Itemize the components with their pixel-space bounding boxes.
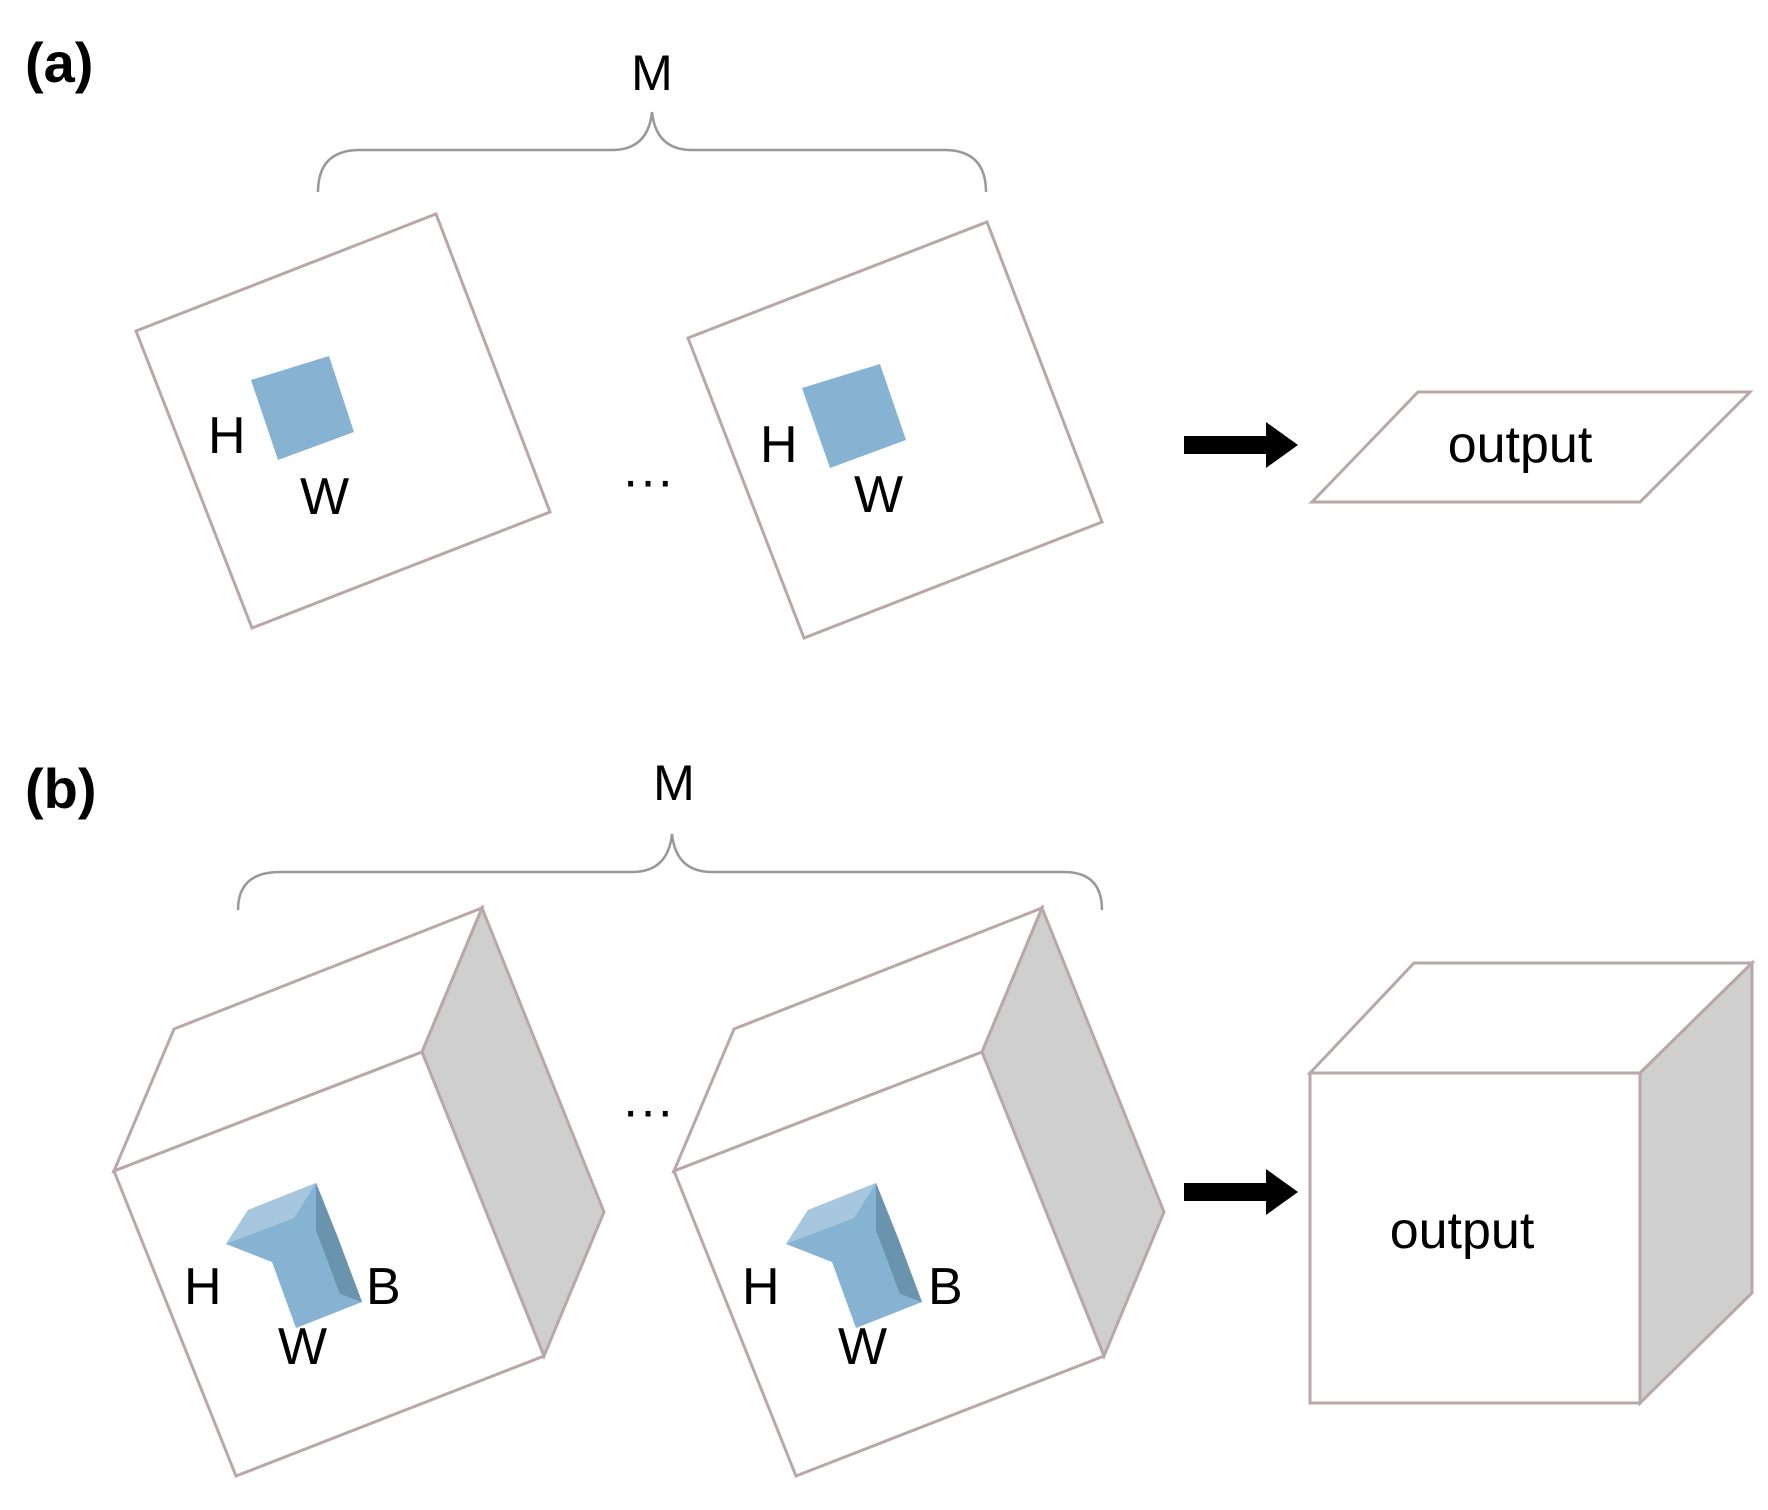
panel-b-brace-label: M bbox=[653, 755, 695, 811]
panel-b-volume-1-dim-b: B bbox=[366, 1258, 401, 1316]
panel-b-label: (b) bbox=[25, 757, 97, 820]
panel-a-kernel-2 bbox=[802, 364, 906, 468]
panel-a-frame-1-dim-h: H bbox=[208, 407, 246, 465]
panel-a-brace-label: M bbox=[631, 45, 673, 101]
panel-b-volume-1: H B W bbox=[111, 904, 606, 1478]
panel-b: (b) M H B W ··· bbox=[25, 755, 1756, 1478]
panel-b-output-cube: output bbox=[1306, 959, 1756, 1407]
panel-b-brace bbox=[236, 833, 1104, 911]
panel-a-arrow bbox=[1184, 422, 1298, 468]
panel-b-ellipsis: ··· bbox=[622, 1082, 674, 1140]
panel-a-output-plane bbox=[1308, 390, 1754, 504]
panel-b-volume-2-dim-w: W bbox=[838, 1318, 887, 1376]
panel-b-output-label: output bbox=[1390, 1202, 1535, 1260]
panel-b-volume-2-dim-b: B bbox=[928, 1258, 963, 1316]
panel-a-ellipsis: ··· bbox=[622, 452, 674, 510]
panel-b-volume-2-kernel-cube bbox=[786, 1183, 922, 1328]
panel-a-frame-2-dim-h: H bbox=[760, 416, 798, 474]
panel-b-volume-2: H B W bbox=[671, 904, 1166, 1478]
panel-b-volume-1-dim-h: H bbox=[184, 1258, 222, 1316]
panel-a-frame-2-dim-w: W bbox=[854, 466, 903, 524]
panel-b-volume-1-dim-w: W bbox=[278, 1318, 327, 1376]
panel-a-label: (a) bbox=[25, 31, 93, 94]
panel-b-volume-2-dim-h: H bbox=[742, 1258, 780, 1316]
panel-b-arrow bbox=[1184, 1169, 1298, 1215]
panel-a: (a) M H W ··· H W output bbox=[25, 31, 1754, 640]
panel-a-kernel-1 bbox=[251, 356, 354, 460]
panel-a-output-label: output bbox=[1448, 416, 1593, 474]
panel-a-frame-1-dim-w: W bbox=[300, 468, 349, 526]
panel-a-brace bbox=[316, 111, 988, 193]
panel-b-output-cube-front bbox=[1308, 1071, 1642, 1405]
panel-b-volume-1-kernel-cube bbox=[226, 1183, 362, 1328]
